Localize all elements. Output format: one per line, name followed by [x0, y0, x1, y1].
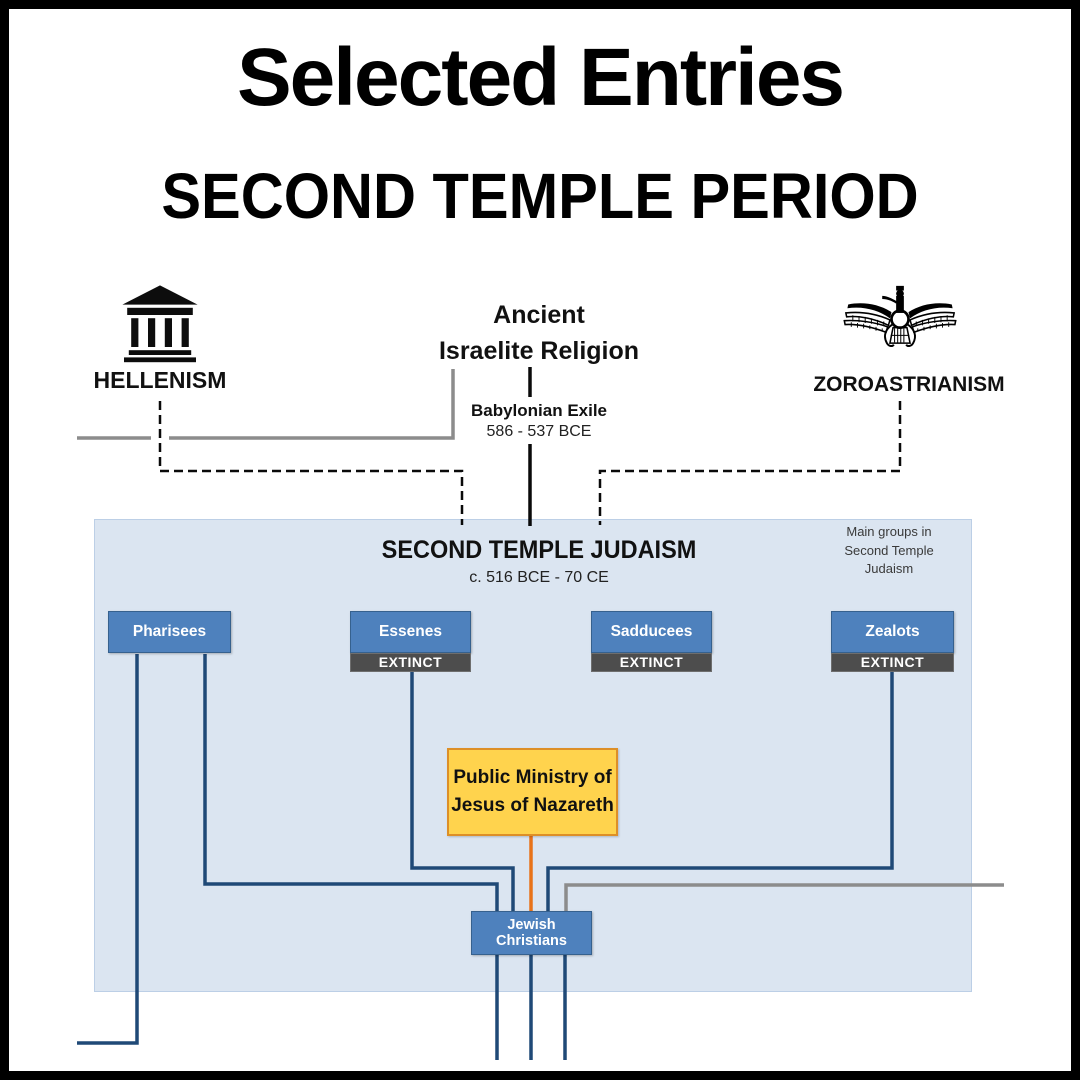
greek-temple-icon [120, 283, 200, 363]
line-gray-left [77, 369, 455, 440]
group-box: Essenes [350, 611, 471, 653]
group-box: Zealots [831, 611, 954, 653]
group-node-pharisees: Pharisees [108, 611, 231, 653]
jewish-christians-box: Jewish Christians [471, 911, 592, 955]
extinct-badge: EXTINCT [591, 653, 712, 672]
line-zealots-to-jc [546, 671, 894, 912]
line-zoroastrianism-dashed [598, 401, 902, 525]
page-subtitle: SECOND TEMPLE PERIOD [161, 160, 919, 232]
extinct-badge: EXTINCT [350, 653, 471, 672]
group-box: Pharisees [108, 611, 231, 653]
hellenism-label: HELLENISM [93, 367, 227, 393]
second-temple-judaism-dates: c. 516 BCE - 70 CE [469, 569, 609, 586]
line-pharisees-exit [77, 654, 139, 1045]
babylonian-exile-label: Babylonian Exile [470, 401, 608, 420]
line-gray-right [564, 883, 1004, 912]
group-node-sadducees: Sadducees EXTINCT [591, 611, 712, 672]
line-hellenism-dashed [158, 401, 464, 525]
group-node-essenes: Essenes EXTINCT [350, 611, 471, 672]
zoroastrianism-label: ZOROASTRIANISM [813, 373, 1005, 396]
page-title: Selected Entries [236, 32, 845, 123]
extinct-badge: EXTINCT [831, 653, 954, 672]
line-essenes-to-jc [410, 671, 515, 912]
second-temple-judaism-title: SECOND TEMPLE JUDAISM [381, 536, 697, 564]
babylonian-exile-dates: 586 - 537 BCE [486, 423, 592, 440]
public-ministry-box: Public Ministry of Jesus of Nazareth [447, 748, 618, 836]
line-pharisees-to-jc [203, 654, 499, 912]
ancient-israelite-religion-label: Ancient Israelite Religion [438, 301, 640, 365]
panel-note: Main groups in Second Temple Judaism [844, 524, 934, 576]
group-node-zealots: Zealots EXTINCT [831, 611, 954, 672]
faravahar-icon [842, 283, 958, 363]
group-box: Sadducees [591, 611, 712, 653]
connector-lines [77, 367, 1004, 1060]
